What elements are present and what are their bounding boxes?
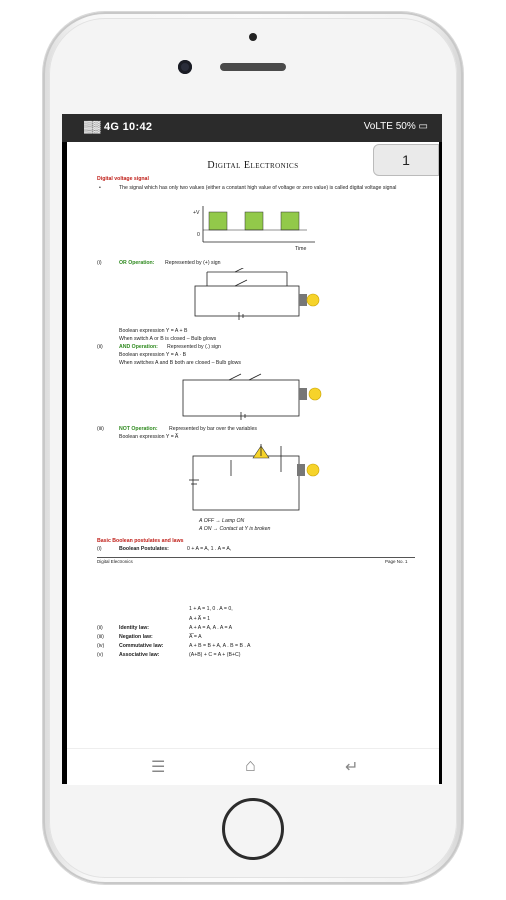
clock: 10:42 bbox=[122, 121, 153, 133]
not-on-note: A ON → Contact at Y is broken bbox=[199, 526, 271, 532]
law-label-identity: Identity law: bbox=[119, 625, 149, 631]
and-expression: Boolean expression Y = A · B bbox=[119, 352, 187, 358]
wave-label-v: +V bbox=[193, 210, 200, 216]
law-num-iii: (iii) bbox=[97, 634, 104, 640]
android-nav-bar: ☰ ⌂ ↵ bbox=[67, 748, 439, 785]
or-name: OR Operation: bbox=[119, 260, 155, 266]
laws-line-1: 1 + A = 1, 0 . A = 0, bbox=[189, 606, 233, 612]
not-num: (iii) bbox=[97, 426, 104, 432]
and-num: (ii) bbox=[97, 344, 103, 350]
laws-line-2: A + A̅ = 1 bbox=[189, 616, 211, 622]
not-off-note: A OFF → Lamp ON bbox=[199, 518, 245, 524]
law-label-associative: Associative law: bbox=[119, 652, 160, 658]
or-num: (i) bbox=[97, 260, 102, 266]
footer-rule bbox=[97, 557, 415, 558]
or-desc: Represented by (+) sign bbox=[165, 260, 221, 266]
status-right: VoLTE 50% ▭ bbox=[363, 121, 428, 132]
law-value-commutative: A + B = B + A, A . B = B . A bbox=[189, 643, 251, 649]
pdf-page[interactable]: 1 Digital Electronics Digital voltage si… bbox=[67, 142, 439, 748]
home-button[interactable] bbox=[222, 798, 284, 860]
page-title: Digital Electronics bbox=[207, 160, 299, 171]
status-left: ▓▓ 4G 10:42 bbox=[84, 121, 153, 133]
law-value-negation: A̅̅ = A bbox=[189, 634, 202, 640]
back-icon[interactable]: ↵ bbox=[345, 759, 359, 776]
section-heading: Digital voltage signal bbox=[97, 176, 149, 182]
postulates-label: Boolean Postulates: bbox=[119, 546, 169, 552]
square-wave-diagram bbox=[202, 206, 315, 243]
not-name: NOT Operation: bbox=[119, 426, 158, 432]
and-note: When switches A and B both are closed – … bbox=[119, 360, 241, 366]
and-circuit-diagram bbox=[182, 373, 322, 420]
or-note: When switch A or B is closed – Bulb glow… bbox=[119, 336, 217, 342]
earpiece-speaker bbox=[220, 63, 286, 71]
and-name: AND Operation: bbox=[119, 344, 158, 350]
and-desc: Represented by (.) sign bbox=[167, 344, 221, 350]
postulates-heading: Basic Boolean postulates and laws bbox=[97, 538, 184, 544]
page-number-badge: 1 bbox=[373, 144, 439, 176]
footer-left: Digital Electronics bbox=[97, 559, 133, 564]
phone-screen: ▓▓ 4G 10:42 VoLTE 50% ▭ 1 Digital Electr… bbox=[62, 114, 442, 785]
postulates-value: 0 + A = A, 1 . A = A, bbox=[187, 546, 232, 552]
wave-label-time: Time bbox=[295, 246, 307, 252]
battery-percent: 50% bbox=[395, 121, 416, 132]
front-camera bbox=[178, 60, 192, 74]
law-label-commutative: Commutative law: bbox=[119, 643, 164, 649]
status-bar: ▓▓ 4G 10:42 VoLTE 50% ▭ bbox=[62, 114, 442, 142]
bullet-dot: • bbox=[99, 185, 101, 191]
postulates-num: (i) bbox=[97, 546, 102, 552]
law-num-v: (v) bbox=[97, 652, 104, 658]
law-label-negation: Negation law: bbox=[119, 634, 153, 640]
not-expression: Boolean expression Y = A̅ bbox=[119, 434, 179, 440]
or-expression: Boolean expression Y = A + B bbox=[119, 328, 188, 334]
or-circuit-diagram bbox=[194, 268, 320, 320]
law-num-ii: (ii) bbox=[97, 625, 103, 631]
battery-icon: ▭ bbox=[418, 121, 428, 132]
recent-apps-icon[interactable]: ☰ bbox=[151, 759, 166, 776]
proximity-sensor bbox=[249, 33, 257, 41]
not-desc: Represented by bar over the variables bbox=[169, 426, 257, 432]
bullet-text: The signal which has only two values (ei… bbox=[119, 185, 397, 191]
law-num-iv: (iv) bbox=[97, 643, 105, 649]
footer-right: Page No. 1 bbox=[385, 559, 408, 564]
law-value-identity: A + A = A, A . A = A bbox=[189, 625, 233, 631]
law-value-associative: (A+B) + C = A + (B+C) bbox=[189, 652, 241, 658]
home-nav-icon[interactable]: ⌂ bbox=[245, 755, 256, 775]
not-circuit-diagram bbox=[189, 444, 320, 511]
wave-label-zero: 0 bbox=[197, 232, 200, 238]
